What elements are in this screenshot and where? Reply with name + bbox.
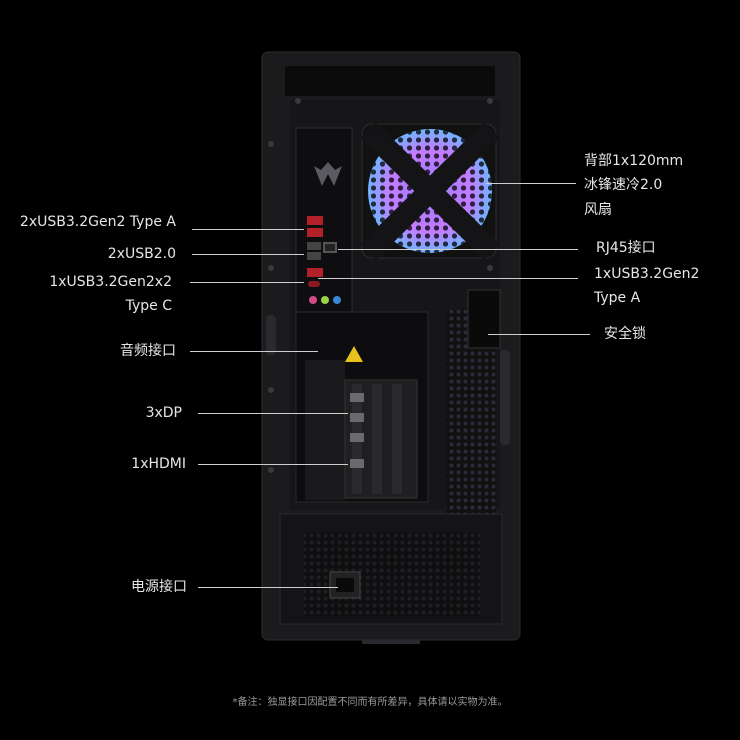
label-usb-c-line1: 1xUSB3.2Gen2x2 xyxy=(49,274,172,290)
label-usb20: 2xUSB2.0 xyxy=(107,246,176,262)
top-handle-slot xyxy=(285,66,495,96)
label-dp: 3xDP xyxy=(145,405,182,421)
label-usb32gen2-typea: 2xUSB3.2Gen2 Type A xyxy=(19,214,176,230)
rj45-port xyxy=(325,244,335,251)
usb-c-port xyxy=(308,281,320,287)
line-fan xyxy=(486,183,576,184)
line-rj45 xyxy=(338,249,578,250)
label-usb-c-line2: Type C xyxy=(125,298,172,314)
line-lock xyxy=(488,334,590,335)
io-shield xyxy=(295,127,353,315)
label-power: 电源接口 xyxy=(131,579,187,595)
audio-jack-blue xyxy=(333,296,341,304)
line-power xyxy=(198,587,338,588)
dp-port-2 xyxy=(350,413,364,422)
usb-a-red-1 xyxy=(307,216,323,225)
label-fan-line2: 冰锋速冷2.0 xyxy=(584,177,663,193)
usb-a-red-2 xyxy=(307,228,323,237)
label-rj45: RJ45接口 xyxy=(596,240,656,256)
line-usb32gen2-typea xyxy=(192,229,304,230)
audio-jack-green xyxy=(321,296,329,304)
label-lock: 安全锁 xyxy=(604,326,646,342)
usb-a-rear xyxy=(307,268,323,277)
label-audio: 音频接口 xyxy=(120,343,176,359)
line-dp xyxy=(198,413,348,414)
label-hdmi: 1xHDMI xyxy=(131,456,186,472)
line-hdmi xyxy=(198,464,348,465)
predator-logo xyxy=(314,162,342,186)
line-usb20 xyxy=(192,254,304,255)
line-audio xyxy=(190,351,318,352)
warning-label xyxy=(345,346,363,362)
audio-jack-pink xyxy=(309,296,317,304)
label-fan-line1: 背部1x120mm xyxy=(584,153,684,169)
line-usb-c xyxy=(190,282,304,283)
label-usb-a-rear-line2: Type A xyxy=(594,290,641,306)
hdmi-port xyxy=(350,459,364,468)
line-usb-a-rear xyxy=(318,278,578,279)
dp-port-1 xyxy=(350,393,364,402)
label-fan-line3: 风扇 xyxy=(584,202,612,218)
dp-port-3 xyxy=(350,433,364,442)
footnote: *备注：独显接口因配置不同而有所差异，具体请以实物为准。 xyxy=(232,697,508,708)
label-usb-a-rear-line1: 1xUSB3.2Gen2 xyxy=(594,266,700,282)
security-lock xyxy=(467,289,501,349)
